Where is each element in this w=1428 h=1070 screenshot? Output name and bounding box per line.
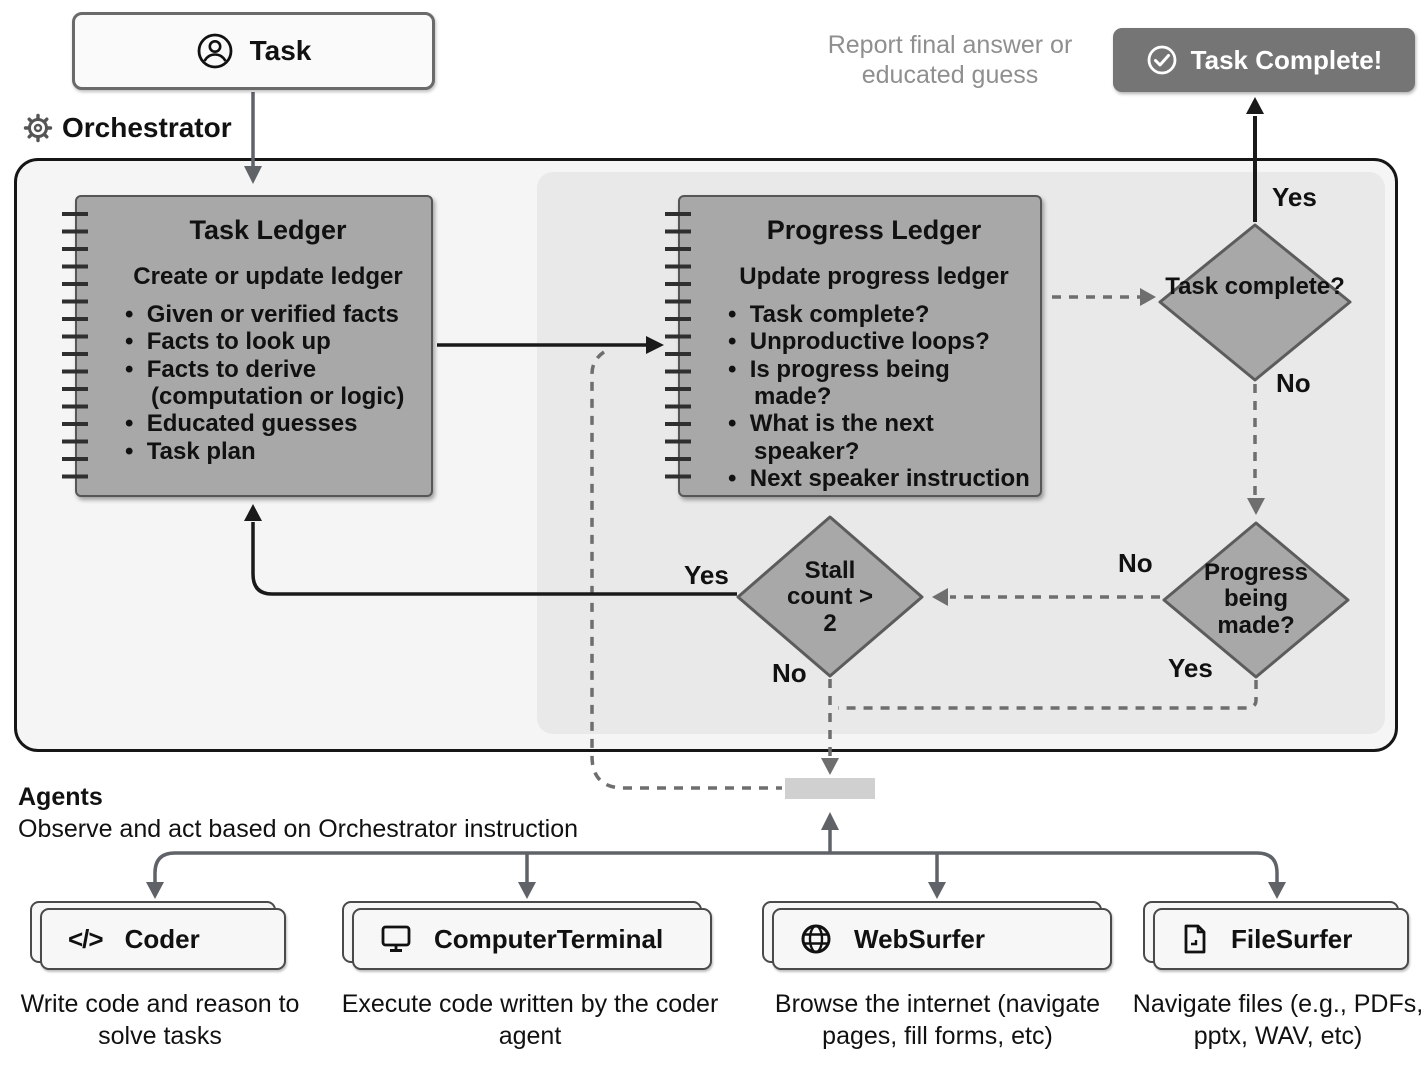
- terminal-icon: [381, 925, 411, 952]
- agents-section-subtitle: Observe and act based on Orchestrator in…: [18, 815, 579, 843]
- task-complete-badge-label: Task Complete!: [1190, 44, 1383, 75]
- agent-name: WebSurfer: [854, 923, 985, 954]
- orchestrator-label-text: Orchestrator: [62, 112, 232, 143]
- file-icon: [1184, 924, 1206, 954]
- progress-ledger-list: Task complete? Unproductive loops? Is pr…: [716, 301, 1032, 493]
- agents-section-title: Agents: [18, 783, 103, 811]
- user-circle-icon: [197, 33, 233, 69]
- code-icon: </>: [68, 923, 104, 954]
- list-item: Is progress being made?: [728, 356, 1032, 411]
- edge-agents-branch: [153, 851, 1279, 888]
- agent-name: ComputerTerminal: [434, 923, 664, 954]
- list-item: Facts to derive (computation or logic): [125, 356, 423, 411]
- list-item: Given or verified facts: [125, 301, 423, 328]
- agent-description: Navigate files (e.g., PDFs, pptx, WAV, e…: [1132, 990, 1424, 1050]
- task-node: Task: [72, 12, 435, 90]
- agent-card-coder: </> Coder: [40, 908, 286, 970]
- agent-description: Execute code written by the coder agent: [341, 990, 719, 1050]
- orchestrator-agents-connector: [785, 778, 875, 799]
- spiral-binding: [62, 212, 88, 484]
- check-circle-icon: [1147, 45, 1177, 75]
- task-complete-badge: Task Complete!: [1113, 28, 1415, 92]
- task-node-label: Task: [249, 35, 312, 66]
- diamond-stall-label: Stall count > 2: [786, 557, 873, 637]
- agent-card-websurfer: WebSurfer: [772, 908, 1112, 970]
- agent-card-filesurfer: FileSurfer: [1153, 908, 1409, 970]
- agent-description: Write code and reason to solve tasks: [20, 990, 300, 1050]
- task-ledger-title: Task Ledger: [189, 215, 347, 245]
- edge-label-yes: Yes: [1272, 182, 1317, 212]
- agent-name: FileSurfer: [1231, 923, 1353, 954]
- report-note: Report final answer or educated guess: [827, 31, 1073, 89]
- progress-ledger: Progress Ledger Update progress ledger T…: [678, 195, 1042, 497]
- agent-description: Browse the internet (navigate pages, fil…: [774, 990, 1101, 1050]
- progress-ledger-title: Progress Ledger: [766, 215, 982, 245]
- list-item: Unproductive loops?: [728, 328, 1032, 355]
- spiral-binding: [665, 212, 691, 484]
- diamond-task-complete-label: Task complete?: [1165, 273, 1345, 300]
- edge-label-yes: Yes: [684, 560, 729, 590]
- list-item: Facts to look up: [125, 328, 423, 355]
- edge-label-no: No: [1276, 368, 1311, 398]
- list-item: Task complete?: [728, 301, 1032, 328]
- gear-icon: [23, 113, 53, 143]
- task-ledger-list: Given or verified facts Facts to look up…: [113, 301, 423, 465]
- list-item: Task plan: [125, 438, 423, 465]
- diamond-progress-label: Progress being made?: [1203, 559, 1309, 639]
- agent-name: Coder: [124, 923, 200, 954]
- agent-card-computerterminal: ComputerTerminal: [352, 908, 712, 970]
- list-item: What is the next speaker?: [728, 410, 1032, 465]
- orchestrator-label: Orchestrator: [22, 112, 232, 144]
- edge-label-yes: Yes: [1168, 653, 1213, 683]
- list-item: Next speaker instruction: [728, 465, 1032, 492]
- progress-ledger-subtitle: Update progress ledger: [739, 263, 1009, 290]
- task-ledger-subtitle: Create or update ledger: [133, 263, 403, 290]
- globe-icon: [801, 924, 831, 954]
- task-ledger: Task Ledger Create or update ledger Give…: [75, 195, 433, 497]
- edge-label-no: No: [772, 658, 807, 688]
- edge-label-no: No: [1118, 548, 1153, 578]
- list-item: Educated guesses: [125, 410, 423, 437]
